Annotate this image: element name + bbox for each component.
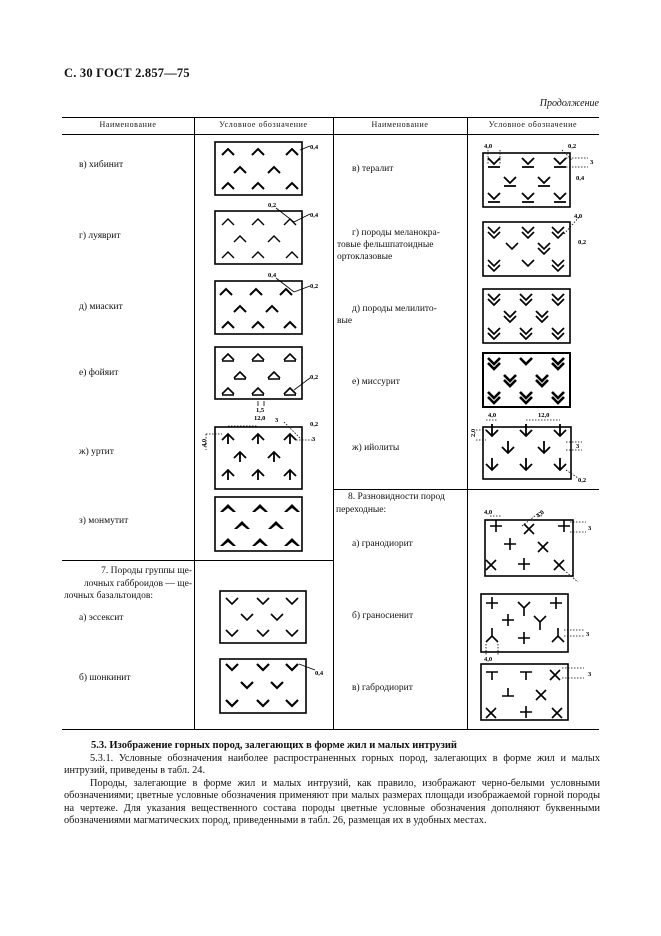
khibinite-symbol: 0,4: [214, 141, 334, 197]
dim-label: 0,4: [268, 272, 277, 279]
label-line: г) породы меланокра-: [352, 228, 440, 238]
paragraph: 5.3.1. Условные обозначения наиболее рас…: [64, 753, 600, 777]
dim-label: 0,2: [268, 202, 276, 209]
row-label: в) габродиорит: [352, 683, 413, 693]
dim-label: 3: [312, 436, 316, 443]
row-label: а) гранодиорит: [352, 539, 413, 549]
dim-label: 4,0: [484, 656, 492, 663]
paragraph: Породы, залегающие в форме жил и малых и…: [64, 778, 600, 827]
teralite-symbol: 4,0 0,2 3 0,4: [476, 140, 601, 212]
row-label: е) миссурит: [352, 377, 400, 387]
section-8-heading: 8. Разновидности пород переходные:: [336, 491, 445, 516]
dim-label: 12,0: [254, 415, 265, 422]
row-label: в) тералит: [352, 164, 394, 174]
section-line: 8. Разновидности пород: [348, 492, 445, 502]
section-heading: 5.3. Изображение горных пород, залегающи…: [91, 740, 457, 751]
dim-label: 0,2: [310, 374, 318, 381]
dim-label: 4,0: [484, 143, 492, 150]
table-top-rule: [62, 117, 599, 118]
row-label: ж) ийолиты: [352, 443, 400, 453]
dim-label: 4,0: [488, 412, 496, 419]
dim-label: 4,0: [484, 509, 492, 516]
ijolite-symbol: 4,0 12,0 2,0 3 0,2: [466, 410, 598, 486]
granosyenite-symbol: 3 4,0: [478, 586, 600, 664]
label-line: д) породы мелилито-: [352, 304, 437, 314]
row-label: в) хибинит: [79, 160, 124, 170]
essexite-symbol: [219, 590, 314, 646]
shonkinite-symbol: 0,4: [219, 658, 334, 716]
row-label: а) эссексит: [79, 613, 124, 623]
section-line: переходные:: [336, 504, 387, 515]
granodiorite-symbol: 4,0 4,0 3: [478, 504, 600, 586]
label-line: вые: [337, 316, 353, 326]
missourite-symbol: [482, 352, 577, 410]
col-divider-2: [333, 117, 334, 729]
col-header-name-1: Наименование: [99, 120, 157, 129]
foyaite-symbol: 0,2: [214, 346, 334, 418]
dim-label: 3: [275, 417, 279, 424]
continuation-label: Продолжение: [539, 98, 599, 109]
melanocratic-foidal-symbol: 4,0 0,2: [480, 208, 600, 278]
dim-label: 12,0: [538, 412, 549, 419]
col-header-name-2: Наименование: [371, 120, 429, 129]
dim-label: 1,5: [256, 407, 265, 414]
dim-label: 0,2: [310, 283, 318, 290]
col-divider-1: [194, 117, 195, 729]
lujavrite-symbol: 0,2 0,4: [214, 200, 334, 266]
dim-label: 3: [588, 525, 592, 532]
dim-label: 3: [586, 631, 590, 638]
row-label: б) граносиенит: [352, 611, 414, 621]
dim-label: 4,0: [535, 509, 546, 520]
label-line: ортоклазовые: [337, 252, 393, 262]
miaskite-symbol: 0,4 0,2: [214, 270, 334, 336]
section-line: 7. Породы группы ще-: [101, 566, 192, 576]
row-label-multiline: г) породы меланокра- товые фельшпатоидны…: [337, 227, 463, 263]
left-section-rule: [62, 560, 333, 561]
dim-label: 0,2: [568, 143, 576, 150]
row-label: б) шонкинит: [79, 673, 131, 683]
table-header-rule: [62, 134, 599, 135]
dim-label: 2,0: [470, 429, 477, 437]
label-line: товые фельшпатоидные: [337, 240, 434, 250]
page-header: С. 30 ГОСТ 2.857—75: [64, 66, 190, 80]
dim-label: 4,0: [574, 213, 582, 220]
row-label: е) фойяит: [79, 368, 119, 378]
dim-label: 3: [590, 159, 594, 166]
dim-label: 3: [588, 671, 592, 678]
right-section-rule: [333, 489, 599, 490]
dim-label: 4,0: [201, 439, 208, 447]
melilite-symbol: [482, 288, 577, 346]
row-label: ж) уртит: [79, 447, 114, 457]
dim-label: 3: [576, 443, 580, 450]
col-divider-3: [467, 117, 468, 729]
row-label: г) луяврит: [79, 231, 121, 241]
dim-label: 0,2: [578, 477, 586, 484]
row-label: д) миаскит: [79, 302, 123, 312]
dim-label: 0,4: [576, 175, 585, 182]
dim-label: 0,4: [310, 212, 319, 219]
dim-label: 0,4: [310, 144, 319, 151]
col-header-symbol-1: Условное обозначение: [219, 120, 308, 129]
monmutite-symbol: [214, 496, 314, 554]
row-label: з) монмутит: [79, 516, 129, 526]
urtite-symbol: 12,0 1,5 0,2 4,0 3 3: [200, 407, 330, 492]
dim-label: 0,2: [310, 421, 318, 428]
dim-label: 0,4: [315, 670, 324, 677]
section-line: лочных базальтоидов:: [64, 591, 153, 601]
section-7-heading: 7. Породы группы ще- лочных габброидов —…: [64, 565, 192, 603]
section-line: лочных габброидов — ще-: [84, 578, 192, 589]
row-label-multiline: д) породы мелилито- вые: [337, 303, 463, 327]
col-header-symbol-2: Условное обозначение: [488, 120, 578, 129]
gabbrodiorite-symbol: 3: [478, 660, 600, 722]
table-bottom-rule: [62, 729, 599, 730]
dim-label: 0,2: [578, 239, 586, 246]
